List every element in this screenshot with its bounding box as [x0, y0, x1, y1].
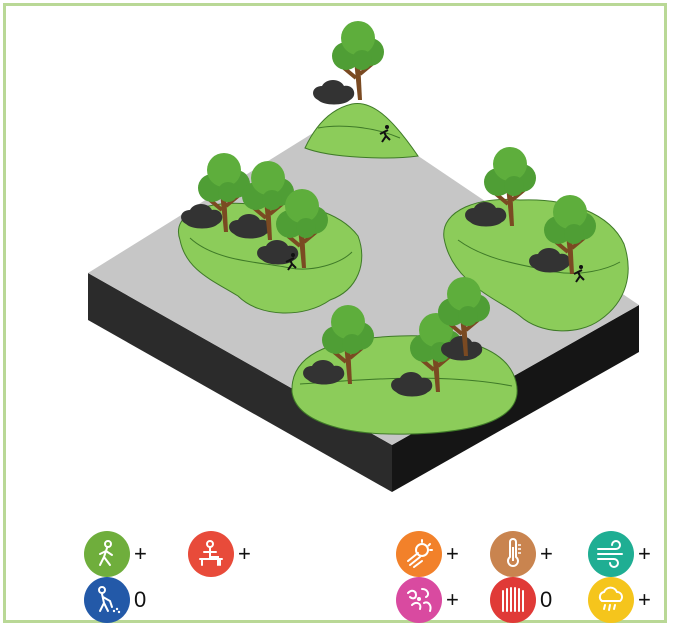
air-quality-icon [396, 531, 442, 577]
sitting-person-icon [188, 531, 234, 577]
thermometer-icon [490, 531, 536, 577]
noise-barrier-icon [490, 577, 536, 623]
legend-biodiversity: + [396, 577, 459, 623]
legend-rain: + [588, 577, 651, 623]
legend-wind: + [588, 531, 651, 577]
legend-sitting-sign: + [238, 541, 251, 566]
biodiversity-icon [396, 577, 442, 623]
hill-top [304, 19, 419, 159]
legend-air-quality: + [396, 531, 459, 577]
wind-icon [588, 531, 634, 577]
walking-person-icon [84, 531, 130, 577]
hill-right [443, 145, 629, 332]
legend-temperature-sign: + [540, 541, 553, 566]
legend-noise-sign: 0 [540, 587, 553, 612]
hill-bottom [291, 275, 518, 435]
legend-temperature: + [490, 531, 553, 577]
legend-walking-sign: + [134, 541, 147, 566]
legend-sitting: + [188, 531, 251, 577]
isometric-park-scene [88, 19, 639, 492]
legend-walking: + [84, 531, 147, 577]
legend-gardening: 0 [84, 577, 146, 623]
legend-gardening-sign: 0 [134, 587, 147, 612]
legend-wind-sign: + [638, 541, 651, 566]
legend-rain-sign: + [638, 587, 651, 612]
legend-noise: 0 [490, 577, 552, 623]
gardening-person-icon [84, 577, 130, 623]
base-left-side [88, 273, 392, 492]
hill-left [177, 151, 363, 314]
rain-cloud-icon [588, 577, 634, 623]
legend-air-quality-sign: + [446, 541, 459, 566]
legend-biodiversity-sign: + [446, 587, 459, 612]
figure-frame [3, 3, 667, 623]
